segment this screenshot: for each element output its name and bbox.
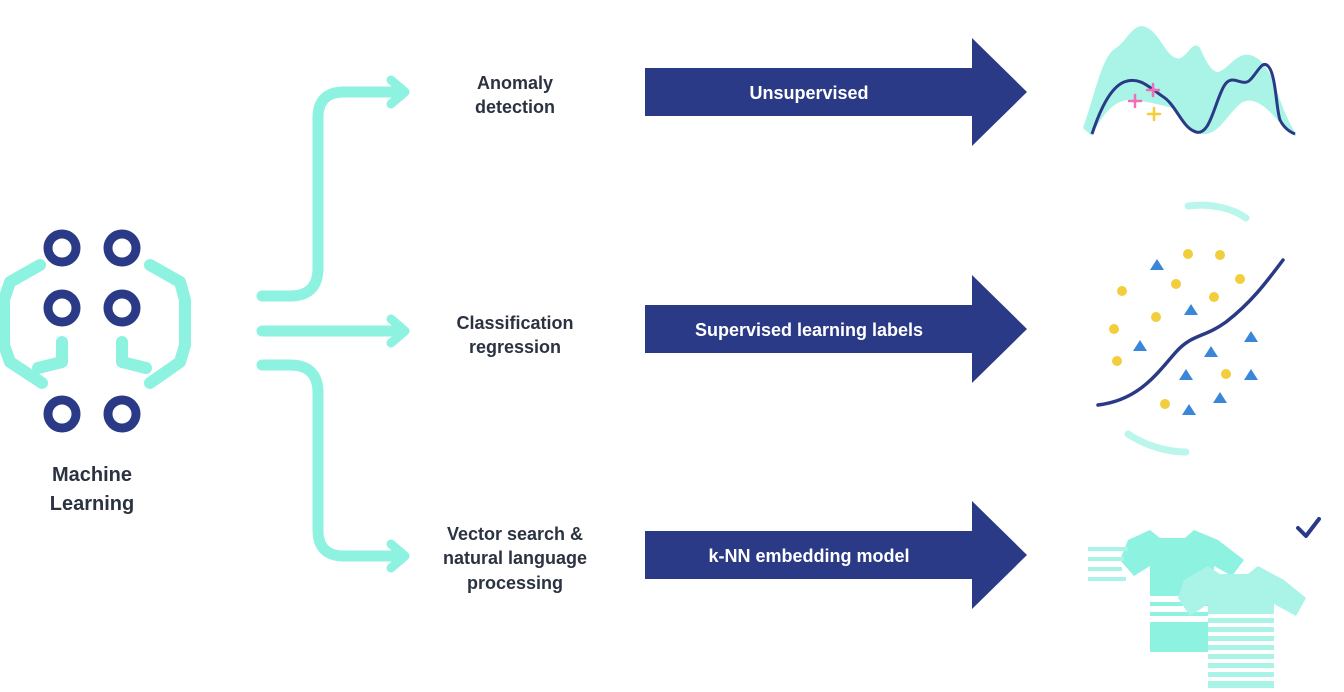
checkmark-icon [1296,517,1321,538]
arrow-supervised: Supervised learning labels [645,275,1027,383]
connector-arrowheads [386,75,410,573]
arrow-unsupervised: Unsupervised [645,38,1027,146]
source-label-line1: Machine [52,464,132,486]
task-label-anomaly-line1: Anomaly [477,73,553,93]
branch-connectors [256,86,401,562]
classification-scatter-icon [1096,201,1285,456]
neural-network-icon [0,229,191,433]
task-label-vector-line3: processing [467,573,563,593]
shirts-match-icon [1088,517,1321,688]
source-label-line2: Learning [50,493,134,515]
arrow-label-supervised: Supervised learning labels [695,320,923,340]
anomaly-curve-icon [1083,26,1296,136]
task-label-classification-line1: Classification [456,313,573,333]
task-label-vector-line2: natural language [443,548,587,568]
task-label-vector-line1: Vector search & [447,524,583,544]
task-label-anomaly-line2: detection [475,97,555,117]
arrow-label-knn: k-NN embedding model [708,546,909,566]
task-label-classification-line2: regression [469,337,561,357]
arrow-knn: k-NN embedding model [645,501,1027,609]
arrow-label-unsupervised: Unsupervised [749,83,868,103]
connector-top [256,86,401,302]
connector-bottom [256,359,401,562]
